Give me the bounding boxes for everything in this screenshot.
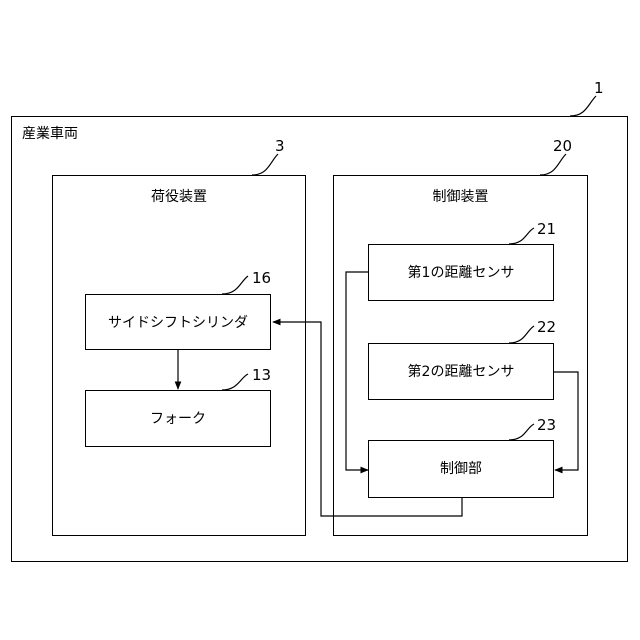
fork-label: フォーク [86,411,270,427]
control-unit-label: 制御部 [369,461,553,477]
ref-control-device: 20 [553,138,572,154]
side-shift-cylinder-box: サイドシフトシリンダ [85,294,271,350]
ref-side-shift-cylinder: 16 [252,270,271,286]
ref-control-unit: 23 [537,417,556,433]
first-distance-sensor-box: 第1の距離センサ [368,244,554,301]
control-unit-box: 制御部 [368,440,554,498]
cargo-handling-device-box: 荷役装置 [52,175,306,536]
ref-fork: 13 [252,367,271,383]
industrial-vehicle-label: 産業車両 [22,126,78,142]
ref-first-distance-sensor: 21 [537,221,556,237]
second-distance-sensor-label: 第2の距離センサ [369,364,553,380]
control-device-label: 制御装置 [334,189,587,205]
fork-box: フォーク [85,390,271,447]
second-distance-sensor-box: 第2の距離センサ [368,343,554,400]
leader-1 [570,96,596,116]
ref-second-distance-sensor: 22 [537,319,556,335]
ref-vehicle: 1 [594,80,604,96]
side-shift-cylinder-label: サイドシフトシリンダ [86,315,270,331]
cargo-handling-device-label: 荷役装置 [53,189,305,205]
first-distance-sensor-label: 第1の距離センサ [369,265,553,281]
ref-cargo-handler: 3 [275,138,285,154]
